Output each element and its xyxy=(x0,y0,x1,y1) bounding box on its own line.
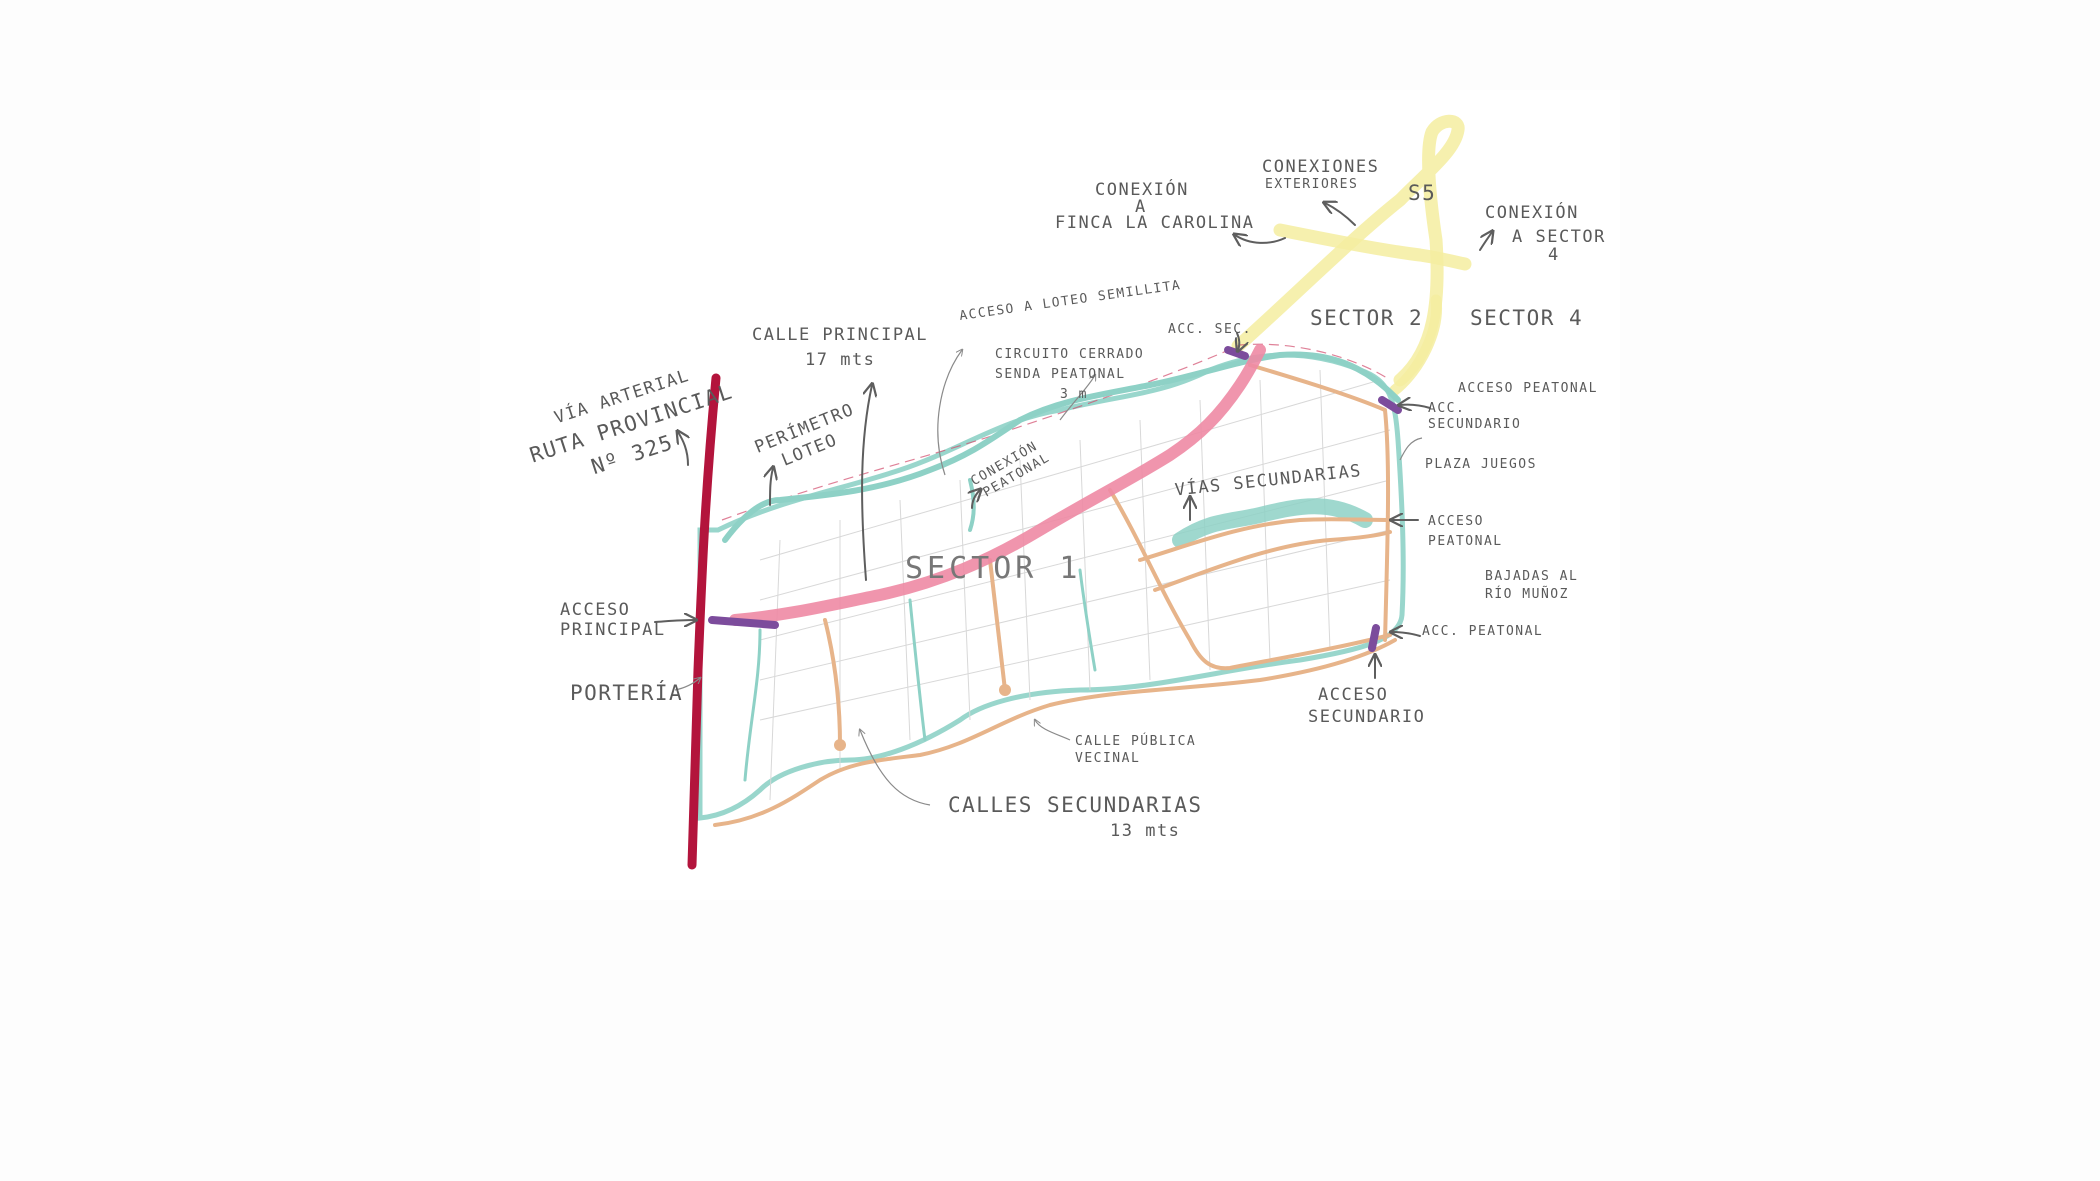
secondary-street xyxy=(823,618,842,747)
secondary-street xyxy=(1108,488,1392,671)
label-s5: S5 xyxy=(1408,181,1436,205)
label-calle-principal: CALLE PRINCIPAL xyxy=(752,325,928,345)
label-conexiones-exteriores-2: EXTERIORES xyxy=(1265,177,1358,192)
secondary-street xyxy=(1248,363,1391,642)
label-calle-publica-1: CALLE PÚBLICA xyxy=(1075,733,1196,749)
label-calles-secundarias: CALLES SECUNDARIAS xyxy=(948,793,1203,817)
label-acceso-peatonal-top: ACCESO PEATONAL xyxy=(1458,381,1598,396)
label-conexion-finca-1: CONEXIÓN xyxy=(1095,178,1189,200)
pedestrian-path xyxy=(743,628,762,782)
secondary-street xyxy=(713,638,1397,827)
pedestrian-paths xyxy=(722,351,1401,782)
label-sector-4: SECTOR 4 xyxy=(1470,306,1583,330)
exterior-connections xyxy=(1231,114,1472,396)
access-marker xyxy=(1378,396,1402,414)
secondary-streets xyxy=(713,363,1397,827)
pedestrian-path xyxy=(1078,568,1097,672)
pedestrian-path xyxy=(722,351,1401,543)
label-conexion-sector4-3: 4 xyxy=(1548,245,1560,265)
street-end-dot xyxy=(999,684,1011,696)
secondary-street xyxy=(988,558,1007,692)
label-acceso-loteo: ACCESO A LOTEO SEMILLITA xyxy=(958,278,1182,324)
arterial-road xyxy=(687,373,721,870)
dashed-perimeter xyxy=(721,343,1391,521)
label-circuito-2: SENDA PEATONAL xyxy=(995,367,1126,382)
label-acceso-peatonal-2: PEATONAL xyxy=(1428,534,1503,549)
label-conexion-finca-2: A xyxy=(1135,197,1147,217)
label-acc-secundario-2: SECUNDARIO xyxy=(1428,417,1521,432)
label-acc-peatonal-bottom: ACC. PEATONAL xyxy=(1422,624,1543,639)
exterior-connection-path xyxy=(1273,223,1472,271)
label-calle-publica-2: VECINAL xyxy=(1075,751,1140,766)
secondary-street xyxy=(1153,530,1392,592)
label-acc-secundario-1: ACC. xyxy=(1428,401,1465,416)
label-bajadas-2: RÍO MUÑOZ xyxy=(1485,586,1569,602)
secondary-street xyxy=(1138,517,1392,562)
label-acc-sec-top: ACC. SEC. xyxy=(1168,322,1252,337)
label-circuito-3: 3 m xyxy=(1060,387,1088,402)
label-acceso-principal-2: PRINCIPAL xyxy=(560,620,666,640)
label-vias-secundarias: VÍAS SECUNDARIAS xyxy=(1174,459,1363,501)
annotation-arrows xyxy=(654,203,1492,806)
pedestrian-path xyxy=(968,478,976,532)
label-calle-principal-ancho: 17 mts xyxy=(805,350,875,370)
pedestrian-path xyxy=(908,598,927,742)
label-calles-secundarias-ancho: 13 mts xyxy=(1110,821,1180,841)
access-marker xyxy=(1368,624,1380,652)
label-acceso-secundario-2: SECUNDARIO xyxy=(1308,707,1425,727)
label-conexion-sector4-2: A SECTOR xyxy=(1512,227,1606,247)
main-street xyxy=(729,344,1266,626)
pedestrian-path xyxy=(1172,498,1373,548)
label-sector-1: SECTOR 1 xyxy=(905,551,1082,586)
label-plaza-juegos: PLAZA JUEGOS xyxy=(1425,457,1537,472)
street-end-dot xyxy=(834,739,846,751)
label-bajadas-1: BAJADAS AL xyxy=(1485,569,1578,584)
label-acceso-secundario-1: ACCESO xyxy=(1318,685,1388,705)
label-acceso-principal-1: ACCESO xyxy=(560,600,630,620)
exterior-connection-path xyxy=(1389,294,1443,396)
label-sector-2: SECTOR 2 xyxy=(1310,306,1423,330)
label-conexiones-exteriores-1: CONEXIONES xyxy=(1262,157,1379,177)
access-marker xyxy=(708,616,779,629)
label-circuito-1: CIRCUITO CERRADO xyxy=(995,347,1144,362)
label-porteria: PORTERÍA xyxy=(570,680,683,705)
label-acceso-peatonal-1: ACCESO xyxy=(1428,514,1484,529)
label-conexion-sector4-1: CONEXIÓN xyxy=(1485,201,1579,223)
label-conexion-finca-3: FINCA LA CAROLINA xyxy=(1055,213,1255,233)
